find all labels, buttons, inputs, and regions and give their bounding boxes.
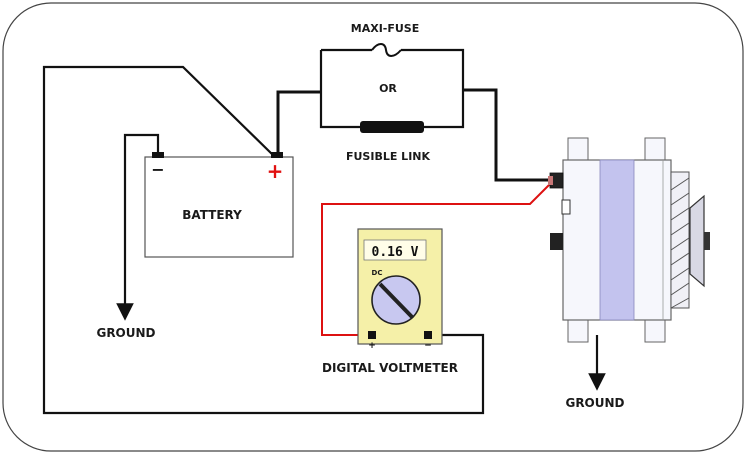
meter-negative-wire (42, 65, 485, 415)
battery: − + BATTERY (144, 152, 294, 258)
or-label: OR (379, 82, 397, 95)
battery-positive-wire (276, 90, 321, 158)
alternator-sense-connector (561, 199, 571, 215)
battery-negative-sign: − (151, 160, 164, 179)
alternator-rear-mount-top (567, 137, 589, 163)
meter-positive-lead (321, 181, 553, 336)
alternator-pulley (689, 194, 705, 288)
meter-negative-jack[interactable] (424, 331, 432, 339)
meter-negative-sign: − (424, 341, 432, 351)
battery-positive-sign: + (267, 159, 284, 183)
ground-left-label: GROUND (96, 326, 155, 340)
fusible-link-label: FUSIBLE LINK (346, 150, 431, 163)
alternator-stator-band (599, 159, 635, 321)
alternator (548, 137, 710, 343)
digital-voltmeter: 0.16 V DC + − (357, 228, 443, 351)
alternator-field-connector (550, 233, 563, 250)
fusible-link-symbol (360, 121, 424, 133)
meter-reading: 0.16 V (372, 245, 419, 260)
meter-dial-pointer (378, 282, 415, 320)
ground-right-label: GROUND (565, 396, 624, 410)
alternator-output-stud (548, 176, 553, 185)
maxi-fuse-label: MAXI-FUSE (351, 22, 419, 35)
alternator-rear-mount-bottom (567, 317, 589, 343)
maxi-fuse-symbol (371, 43, 402, 57)
fuse-branch-left (319, 50, 360, 129)
voltmeter-caption: DIGITAL VOLTMETER (322, 361, 458, 375)
battery-ground-wire (116, 133, 160, 321)
battery-positive-post (271, 152, 283, 158)
meter-positive-sign: + (368, 341, 376, 351)
alternator-front-mount-top (644, 137, 666, 163)
battery-label: BATTERY (182, 208, 242, 222)
alternator-feed-wire (463, 88, 550, 182)
battery-case (144, 156, 294, 258)
meter-mode-label: DC (372, 269, 383, 277)
meter-display (363, 239, 427, 261)
alternator-fan-blades (670, 177, 690, 309)
alternator-pulley-hub (704, 232, 710, 250)
meter-positive-jack[interactable] (368, 331, 376, 339)
alternator-fan (670, 171, 690, 309)
battery-negative-post (152, 152, 164, 158)
alternator-front-mount-bottom (644, 317, 666, 343)
